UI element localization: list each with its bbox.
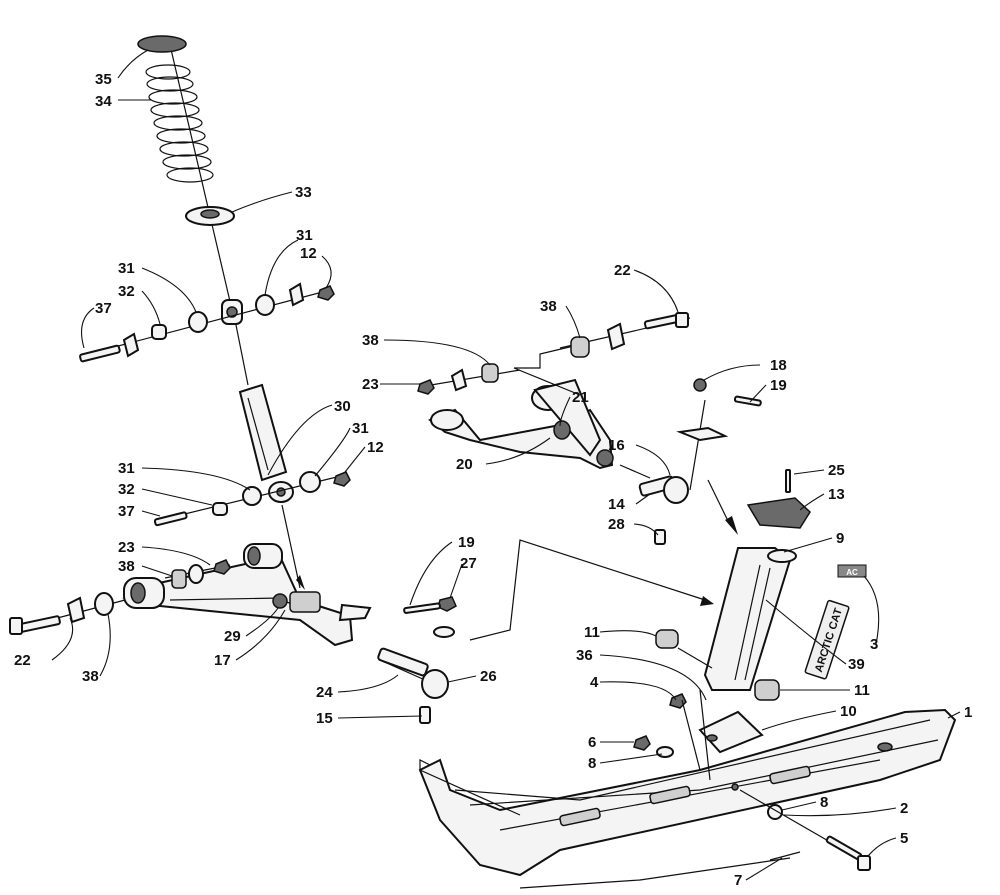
- callout-31d: 31: [118, 460, 135, 477]
- callout-6: 6: [588, 734, 596, 751]
- callout-38c: 38: [118, 558, 135, 575]
- callout-8b: 8: [820, 794, 828, 811]
- callout-9: 10: [840, 703, 857, 720]
- callout-37a: 37: [95, 300, 112, 317]
- callout-1: 1: [964, 704, 972, 721]
- callout-26: 26: [480, 668, 497, 685]
- callout-5: 5: [900, 830, 908, 847]
- callout-labels: 35 34 33 31 12 31 32 37 38 22 38 23 30 3…: [14, 71, 972, 889]
- callout-19b: 19: [458, 534, 475, 551]
- callout-29: 29: [224, 628, 241, 645]
- ski-spindle: AC ARCTIC CAT: [655, 378, 867, 701]
- callout-27: 27: [460, 555, 477, 572]
- svg-text:AC: AC: [846, 568, 858, 577]
- callout-7: 7: [734, 872, 742, 889]
- callout-22b: 22: [14, 652, 31, 669]
- upper-arm-hardware: [417, 312, 691, 395]
- shock-bottom-hardware: [153, 471, 351, 527]
- spring-cap: [137, 35, 187, 53]
- callout-13: 13: [828, 486, 845, 503]
- lower-arm-hardware: [9, 559, 231, 635]
- ski: [418, 708, 957, 889]
- leader-lines: [51, 49, 961, 881]
- decal-small: AC: [837, 564, 867, 578]
- shock-body: [238, 383, 288, 482]
- callout-18: 18: [770, 357, 787, 374]
- callout-32a: 32: [118, 283, 135, 300]
- callout-10: 9: [836, 530, 844, 547]
- callout-11b: 11: [854, 682, 870, 699]
- callout-8a: 8: [588, 755, 596, 772]
- callout-31c: 31: [352, 420, 369, 437]
- callout-12b: 12: [367, 439, 384, 456]
- callout-11a: 11: [584, 624, 600, 641]
- callout-20: 20: [456, 456, 473, 473]
- callout-38d: 38: [82, 668, 99, 685]
- callout-3: 3: [870, 636, 878, 653]
- callout-19a: 19: [770, 377, 787, 394]
- callout-25: 25: [828, 462, 845, 479]
- callout-2: 2: [900, 800, 908, 817]
- callout-31b: 31: [118, 260, 135, 277]
- lower-a-arm: [122, 504, 372, 647]
- callout-24: 24: [316, 684, 333, 701]
- callout-39: 39: [848, 656, 865, 673]
- callout-23a: 23: [362, 376, 379, 393]
- callout-38b: 38: [362, 332, 379, 349]
- callout-23b: 23: [118, 539, 135, 556]
- callout-34: 33: [295, 184, 312, 201]
- callout-14: 14: [608, 496, 625, 513]
- upper-a-arm: [428, 344, 614, 470]
- callout-38a: 38: [540, 298, 557, 315]
- callout-36: 35: [95, 71, 112, 88]
- shock-top-hardware: [79, 282, 335, 363]
- callout-21: 21: [572, 389, 589, 406]
- decal-brand: ARCTIC CAT: [804, 599, 850, 680]
- callout-4: 4: [590, 674, 599, 691]
- callout-17: 17: [214, 652, 231, 669]
- callout-28: 28: [608, 516, 625, 533]
- callout-37b: 37: [118, 503, 135, 520]
- callout-22a: 22: [614, 262, 631, 279]
- callout-12a: 12: [300, 245, 317, 262]
- callout-32b: 32: [118, 481, 135, 498]
- callout-16: 16: [608, 437, 625, 454]
- steering-end: [619, 464, 689, 545]
- tie-rod: [377, 539, 714, 724]
- shock-assembly: [137, 35, 294, 503]
- callout-35: 34: [95, 93, 112, 110]
- callout-30: 30: [334, 398, 351, 415]
- callout-15: 15: [316, 710, 333, 727]
- callout-31a: 31: [296, 227, 313, 244]
- callout-33: 36: [576, 647, 593, 664]
- coil-spring: [145, 64, 214, 183]
